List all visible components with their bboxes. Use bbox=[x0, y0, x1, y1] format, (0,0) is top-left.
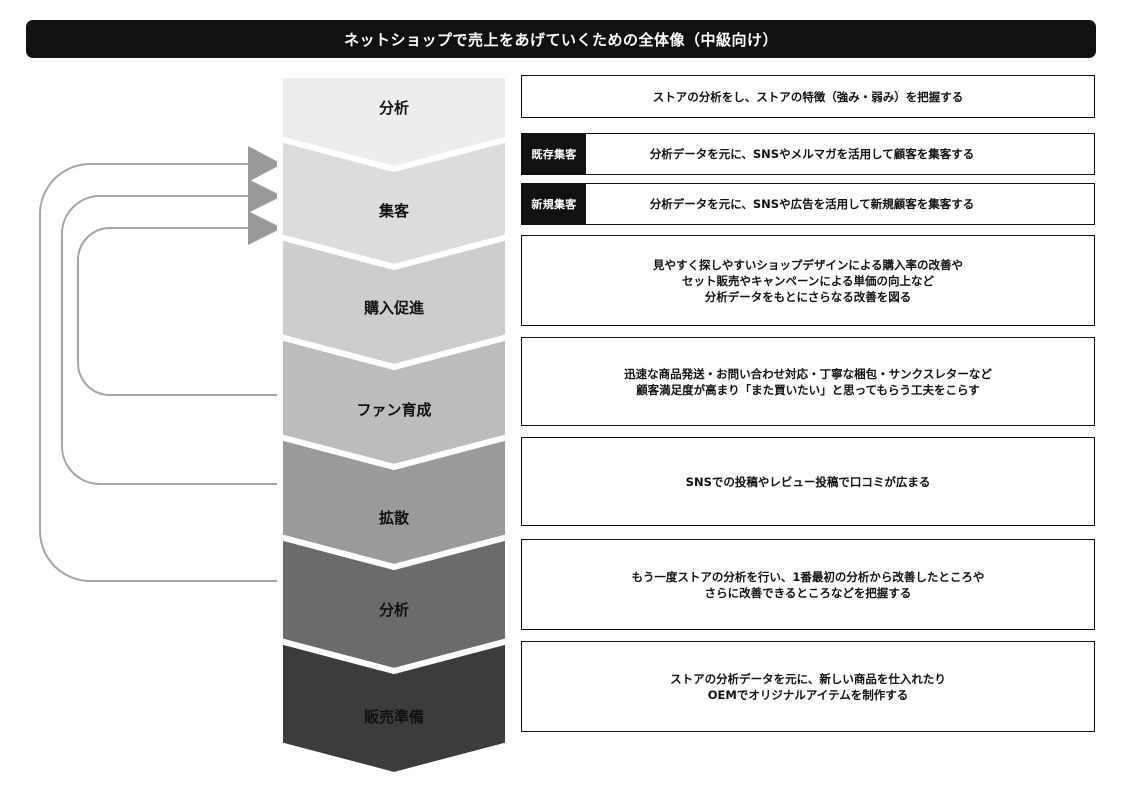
diagram-title: ネットショップで売上をあげていくための全体像（中級向け） bbox=[26, 20, 1096, 58]
description-box-4: 見やすく探しやすいショップデザインによる購入率の改善や セット販売やキャンペーン… bbox=[521, 235, 1095, 326]
description-box-8: ストアの分析データを元に、新しい商品を仕入れたり OEMでオリジナルアイテムを制… bbox=[521, 641, 1095, 732]
stage-chevron-7 bbox=[277, 637, 511, 779]
stage-label-2: 集客 bbox=[378, 202, 409, 220]
description-text: 分析データを元に、SNSや広告を活用して新規顧客を集客する bbox=[649, 197, 975, 211]
loop-arrow-2 bbox=[248, 179, 282, 213]
stage-label-6: 分析 bbox=[378, 601, 409, 619]
stage-label-7: 販売準備 bbox=[363, 708, 424, 726]
stage-label-3: 購入促進 bbox=[363, 299, 424, 317]
description-text: ストアの分析をし、ストアの特徴（強み・弱み）を把握する bbox=[652, 89, 964, 104]
description-box-3: 新規集客 分析データを元に、SNSや広告を活用して新規顧客を集客する bbox=[521, 183, 1095, 225]
description-text: もう一度ストアの分析を行い、1番最初の分析から改善したところや さらに改善できる… bbox=[631, 569, 985, 600]
loop-line-analysis bbox=[39, 163, 279, 582]
stage-label-4: ファン育成 bbox=[356, 401, 432, 419]
description-text: 迅速な商品発送・お問い合わせ対応・丁寧な梱包・サンクスレターなど 顧客満足度が高… bbox=[624, 366, 992, 397]
description-text: 見やすく探しやすいショップデザインによる購入率の改善や セット販売やキャンペーン… bbox=[652, 257, 964, 304]
loop-arrow-3 bbox=[248, 211, 282, 245]
description-box-5: 迅速な商品発送・お問い合わせ対応・丁寧な梱包・サンクスレターなど 顧客満足度が高… bbox=[521, 337, 1095, 426]
description-text: ストアの分析データを元に、新しい商品を仕入れたり OEMでオリジナルアイテムを制… bbox=[670, 671, 946, 702]
stage-label-1: 分析 bbox=[378, 99, 409, 117]
description-text: SNSでの投稿やレビュー投稿で口コミが広まる bbox=[685, 474, 931, 489]
loop-arrow-1 bbox=[248, 146, 282, 182]
description-tag: 新規集客 bbox=[522, 184, 586, 224]
description-text: 分析データを元に、SNSやメルマガを活用して顧客を集客する bbox=[649, 147, 975, 161]
description-box-7: もう一度ストアの分析を行い、1番最初の分析から改善したところや さらに改善できる… bbox=[521, 539, 1095, 630]
loop-line-fan bbox=[77, 227, 279, 396]
description-tag: 既存集客 bbox=[522, 134, 586, 174]
stage-label-5: 拡散 bbox=[378, 509, 409, 527]
description-box-6: SNSでの投稿やレビュー投稿で口コミが広まる bbox=[521, 437, 1095, 526]
description-box-2: 既存集客 分析データを元に、SNSやメルマガを活用して顧客を集客する bbox=[521, 133, 1095, 175]
description-box-1: ストアの分析をし、ストアの特徴（強み・弱み）を把握する bbox=[521, 75, 1095, 118]
loop-line-spread bbox=[61, 195, 279, 485]
